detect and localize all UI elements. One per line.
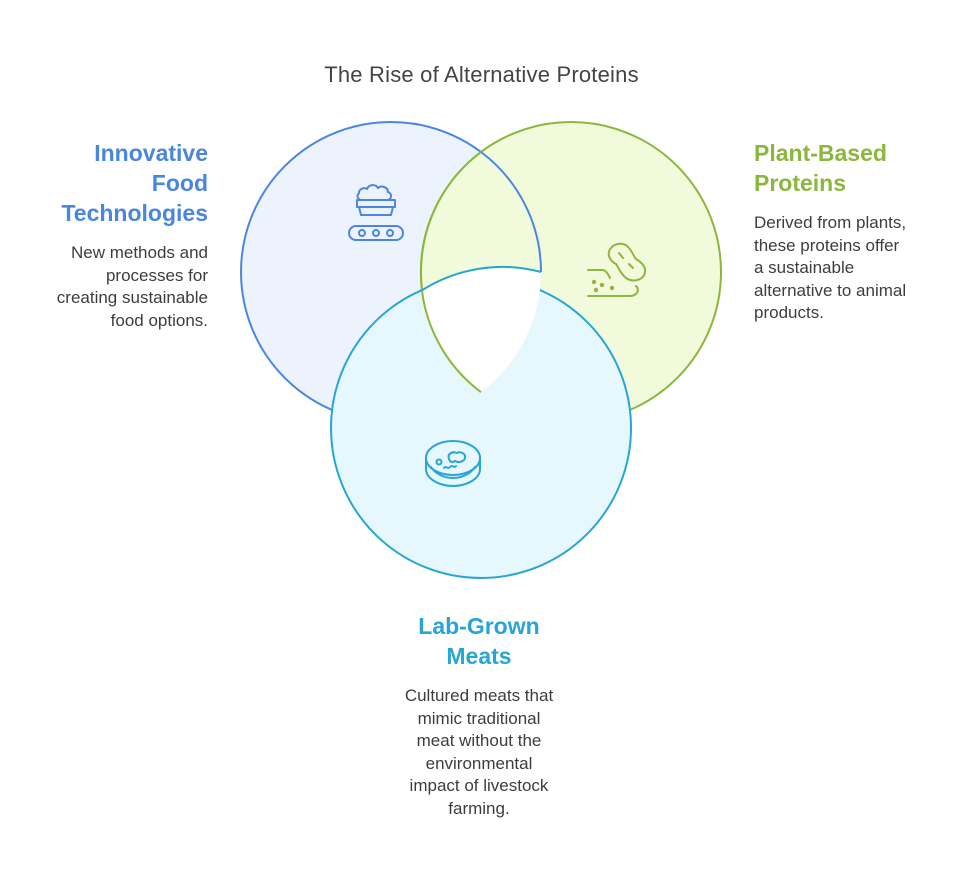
description-line: meat without the: [416, 731, 542, 750]
title-line: Food: [151, 170, 208, 196]
description-line: processes for: [105, 265, 208, 285]
label-lab-grown-meats: Lab-Grown Meats Cultured meats that mimi…: [381, 611, 577, 820]
title-line: Innovative: [94, 140, 208, 166]
description-line: Derived from plants,: [754, 213, 907, 232]
center-overlap-region: [421, 266, 542, 393]
set-title-plant-based-proteins: Plant-Based Proteins: [754, 138, 934, 198]
petri-dish-icon: [425, 440, 481, 487]
description-line: a sustainable: [754, 258, 855, 277]
description-line: New methods and: [70, 243, 208, 262]
title-line: Lab-Grown: [418, 613, 540, 639]
description-line: these proteins offer: [754, 235, 900, 255]
title-line: Technologies: [61, 200, 208, 226]
peanut-icon: [587, 242, 647, 297]
description-line: alternative to animal: [754, 280, 907, 300]
lab-arc-overlay: [420, 265, 542, 292]
diagram-title: The Rise of Alternative Proteins: [324, 62, 639, 87]
set-description-lab-grown-meats: Cultured meats that mimic traditional me…: [381, 685, 577, 820]
title-line: Plant-Based: [754, 140, 887, 166]
description-line: food options.: [110, 310, 208, 330]
description-line: Cultured meats that: [404, 686, 554, 705]
set-description-innovative-food-technologies: New methods and processes for creating s…: [20, 242, 208, 332]
title-line: Proteins: [754, 170, 847, 196]
description-line: environmental: [425, 753, 533, 773]
set-description-plant-based-proteins: Derived from plants, these proteins offe…: [754, 212, 934, 325]
set-title-lab-grown-meats: Lab-Grown Meats: [381, 611, 577, 671]
description-line: farming.: [448, 798, 510, 818]
description-line: products.: [754, 303, 824, 322]
label-plant-based-proteins: Plant-Based Proteins Derived from plants…: [754, 138, 934, 325]
title-line: Meats: [446, 643, 512, 669]
description-line: impact of livestock: [409, 776, 549, 795]
plant-arc-overlay: [419, 151, 482, 394]
set-title-innovative-food-technologies: Innovative Food Technologies: [20, 138, 208, 228]
conveyor-food-icon: [348, 184, 404, 241]
description-line: mimic traditional: [417, 708, 541, 728]
label-innovative-food-technologies: Innovative Food Technologies New methods…: [20, 138, 208, 332]
tech-arc-overlay: [480, 151, 542, 273]
description-line: creating sustainable: [56, 288, 208, 307]
